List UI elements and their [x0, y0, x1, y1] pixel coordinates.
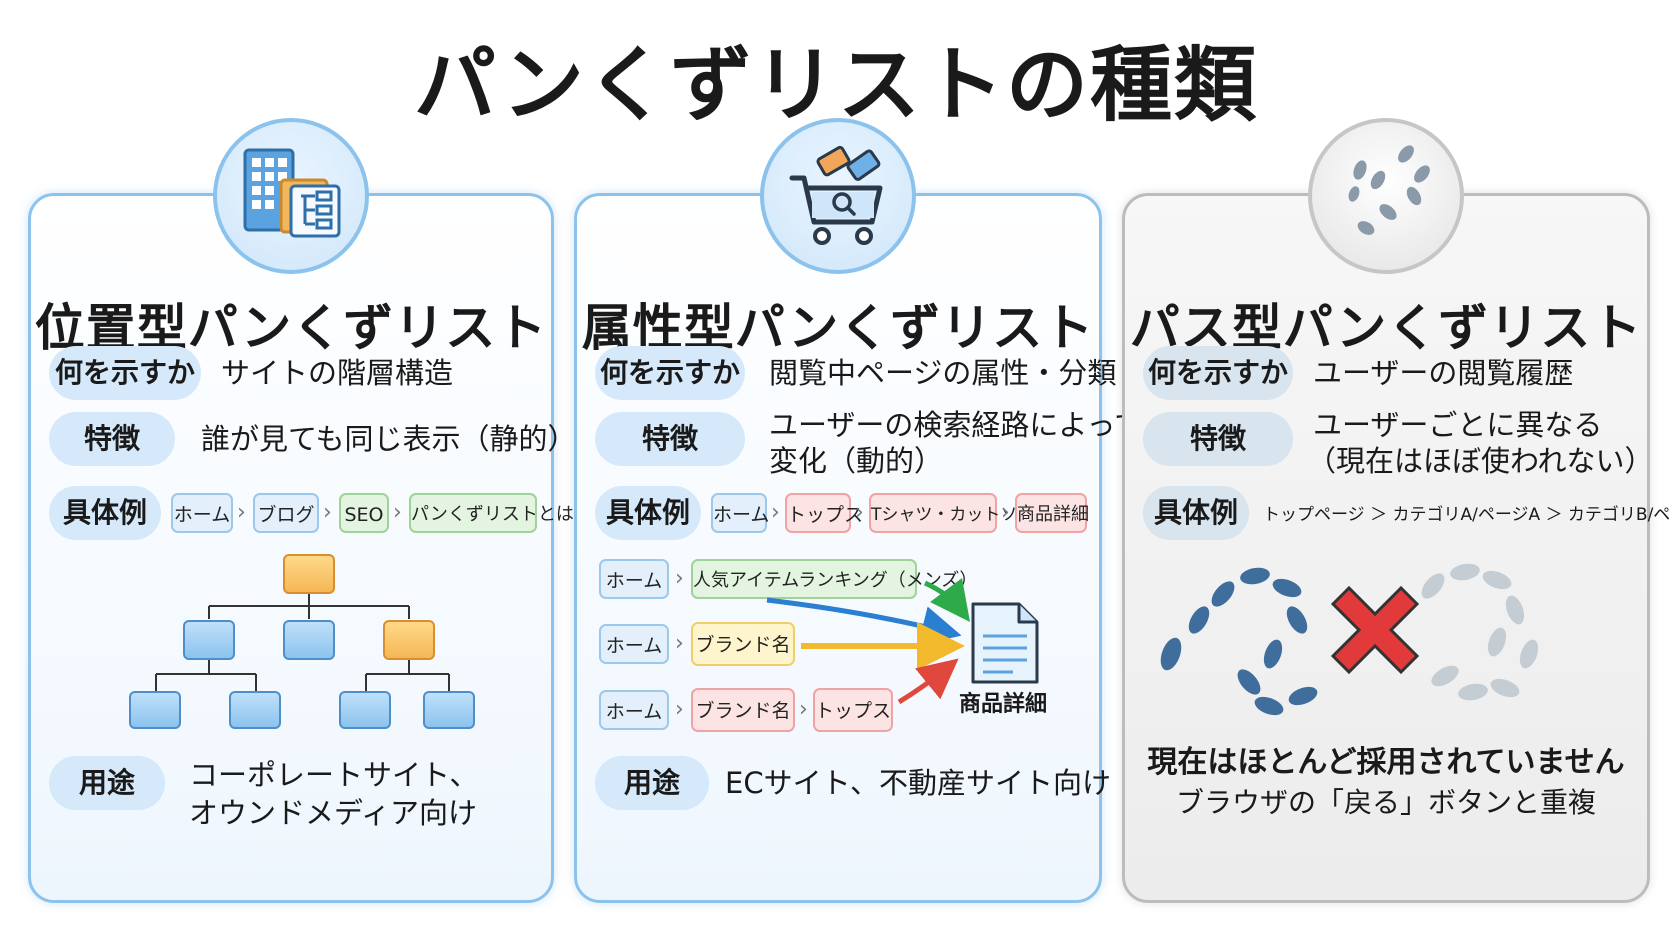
path2-home: ホーム	[599, 624, 669, 664]
note-subtext: ブラウザの「戻る」ボタンと重複	[1175, 786, 1596, 819]
what-label: 何を示すか	[595, 346, 745, 400]
note-heading: 現在はほとんど採用されていません	[1147, 745, 1625, 780]
feature-label: 特徴	[595, 412, 745, 466]
feature-text-line2: 変化（動的）	[769, 444, 944, 478]
tree-node	[423, 691, 475, 729]
breadcrumb-item: ホーム	[171, 493, 233, 533]
example-label: 具体例	[595, 486, 701, 540]
chevron-right-icon: ›	[237, 500, 246, 525]
breadcrumb-item: トップス	[785, 493, 863, 533]
document-icon	[971, 602, 1039, 684]
breadcrumb-item: ブログ	[253, 493, 319, 533]
chevron-right-icon: ›	[1001, 500, 1010, 525]
page-title: パンくずリストの種類	[413, 38, 1259, 133]
feature-text-line1: ユーザーごとに異なる	[1313, 408, 1603, 442]
what-text: ユーザーの閲覧履歴	[1313, 356, 1574, 390]
feature-text-line1: ユーザーの検索経路によって	[769, 408, 1144, 442]
breadcrumb-item: Tシャツ・カットソー	[869, 493, 1034, 533]
building-sitemap-icon	[213, 118, 369, 274]
footprints-faded-icon	[1421, 563, 1539, 701]
what-label: 何を示すか	[49, 346, 201, 400]
tree-node	[129, 691, 181, 729]
tree-node	[229, 691, 281, 729]
path1-ranking: 人気アイテムランキング（メンズ）	[691, 559, 977, 599]
path3-tops: トップス	[813, 688, 893, 732]
path2-brand: ブランド名	[691, 622, 795, 666]
chevron-right-icon: ›	[855, 500, 864, 525]
chevron-right-icon: ›	[323, 500, 332, 525]
breadcrumb-item: SEO	[339, 493, 389, 533]
feature-label: 特徴	[1143, 412, 1293, 466]
feature-text: 誰が見ても同じ表示（静的）	[201, 422, 577, 456]
location-type-card: 位置型パンくずリスト 何を示すか サイトの階層構造 特徴 誰が見ても同じ表示（静…	[28, 118, 577, 903]
path-type-card: パス型パンくずリスト 何を示すか ユーザーの閲覧履歴 特徴 ユーザーごとに異なる…	[1122, 118, 1672, 903]
footprints-icon	[1160, 567, 1318, 716]
chevron-right-icon: ›	[771, 500, 780, 525]
example-text: トップページ ＞ カテゴリA/ページA ＞ カテゴリB/ページB	[1263, 505, 1672, 525]
footprints-crossed-illustration	[1160, 563, 1539, 716]
cross-mark-icon	[1330, 585, 1420, 675]
what-label: 何を示すか	[1143, 346, 1293, 400]
breadcrumb-item: ホーム	[711, 493, 769, 533]
what-text: 閲覧中ページの属性・分類	[769, 356, 1117, 390]
tree-node	[183, 620, 235, 660]
example-label: 具体例	[1143, 486, 1249, 540]
tree-node	[283, 620, 335, 660]
example-label: 具体例	[49, 486, 161, 540]
use-text-line1: コーポレートサイト、	[189, 758, 479, 792]
use-text-line2: オウンドメディア向け	[189, 796, 477, 830]
chevron-right-icon: ›	[675, 566, 684, 591]
tree-node-root	[283, 554, 335, 594]
shopping-cart-icon	[760, 118, 916, 274]
path3-brand: ブランド名	[691, 688, 795, 732]
document-label: 商品詳細	[959, 692, 1048, 717]
breadcrumb-item: 商品詳細	[1015, 493, 1089, 533]
use-text: ECサイト、不動産サイト向け	[725, 766, 1111, 800]
feature-label: 特徴	[49, 412, 175, 466]
use-label: 用途	[595, 756, 709, 810]
breadcrumb-item: パンくずリストとは	[409, 493, 574, 533]
use-label: 用途	[49, 756, 165, 810]
chevron-right-icon: ›	[675, 697, 684, 722]
chevron-right-icon: ›	[393, 500, 402, 525]
path1-home: ホーム	[599, 559, 669, 599]
feature-text-line2: （現在はほぼ使われない）	[1307, 444, 1654, 478]
chevron-right-icon: ›	[799, 697, 808, 722]
tree-node	[383, 620, 435, 660]
attribute-type-card: 属性型パンくずリスト 何を示すか 閲覧中ページの属性・分類 特徴 ユーザーの検索…	[574, 118, 1143, 903]
path-arrows	[766, 577, 1039, 705]
chevron-right-icon: ›	[675, 631, 684, 656]
path3-home: ホーム	[599, 690, 669, 730]
tree-node	[339, 691, 391, 729]
what-text: サイトの階層構造	[221, 356, 454, 390]
footprints-icon	[1308, 118, 1464, 274]
